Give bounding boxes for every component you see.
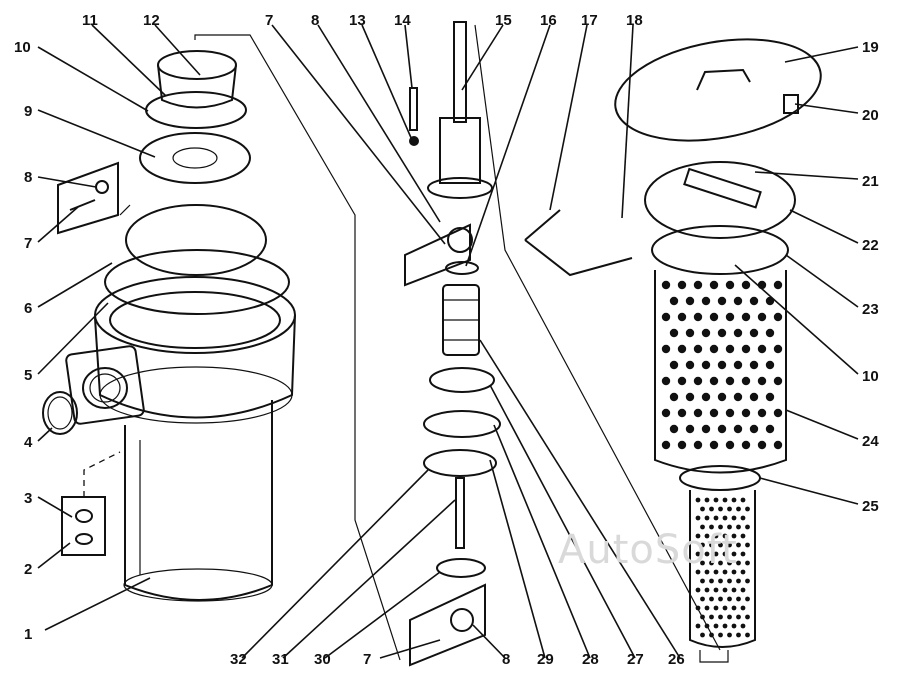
callout-c8a: 8 <box>24 169 32 186</box>
callout-c9: 9 <box>24 103 32 120</box>
callout-c1: 1 <box>24 626 32 643</box>
callout-c5: 5 <box>24 367 32 384</box>
washer-9 <box>139 132 251 184</box>
perforated-cylinder-24 <box>654 270 787 474</box>
plug-3 <box>75 509 93 523</box>
nut-middle <box>447 227 473 253</box>
housing-upper-body <box>94 314 296 419</box>
callout-c24: 24 <box>862 433 879 450</box>
disc-16 <box>445 261 479 275</box>
collar-25 <box>679 465 761 491</box>
bolt-detail-box <box>57 161 119 235</box>
ring-23 <box>651 225 789 275</box>
o-ring-4 <box>42 391 78 435</box>
mid-bolt-detail <box>404 223 471 287</box>
callout-c7b: 7 <box>265 12 273 29</box>
filter-housing-assembly <box>42 50 296 602</box>
drain-detail-box <box>61 496 106 556</box>
callout-c8c: 8 <box>502 651 510 668</box>
inlet-port-flange <box>65 345 145 425</box>
callout-c11: 11 <box>82 12 98 29</box>
handle-bar-21 <box>683 167 762 209</box>
nut-8 <box>95 180 109 194</box>
callout-c22: 22 <box>862 237 879 254</box>
callout-c12: 12 <box>143 12 160 29</box>
nut-8-bottom <box>450 608 474 632</box>
callout-c18: 18 <box>626 12 643 29</box>
lower-perforated-tube <box>689 490 756 648</box>
callout-c10a: 10 <box>14 39 31 56</box>
callout-c13: 13 <box>349 12 366 29</box>
callout-c2: 2 <box>24 561 32 578</box>
spindle-assembly <box>404 21 633 667</box>
callout-c23: 23 <box>862 301 879 318</box>
gasket-6 <box>104 249 290 315</box>
leader-lines <box>37 24 859 659</box>
callout-c28: 28 <box>582 651 599 668</box>
cup-12 <box>157 64 237 109</box>
washer-30 <box>436 558 486 578</box>
callout-c26: 26 <box>668 651 685 668</box>
callout-c7c: 7 <box>363 651 371 668</box>
sleeve <box>439 117 481 184</box>
callout-c10b: 10 <box>862 368 879 385</box>
perforation-holes-24 <box>661 280 783 450</box>
callout-c17: 17 <box>581 12 598 29</box>
callout-c8b: 8 <box>311 12 319 29</box>
callout-c16: 16 <box>540 12 557 29</box>
bottom-bolt-detail <box>409 583 486 667</box>
wire-clip-17 <box>524 209 633 277</box>
housing-top-flange <box>94 276 296 354</box>
guide-lines <box>119 24 721 661</box>
callout-c19: 19 <box>862 39 879 56</box>
callout-c25: 25 <box>862 498 879 515</box>
callout-c27: 27 <box>627 651 644 668</box>
callout-c21: 21 <box>862 173 879 190</box>
callout-c32: 32 <box>230 651 247 668</box>
cover-plate-19 <box>614 38 822 142</box>
filter-element-assembly <box>614 38 822 663</box>
element-top-flange <box>644 161 796 239</box>
callout-c6: 6 <box>24 300 32 317</box>
watermark: AutoSoft <box>558 527 738 573</box>
cover-handle <box>696 68 751 91</box>
washer-29 <box>423 410 501 438</box>
callout-c14: 14 <box>394 12 411 29</box>
bolt-31 <box>455 477 465 549</box>
callout-c15: 15 <box>495 12 512 29</box>
callout-c4: 4 <box>24 434 33 451</box>
housing-body <box>124 400 273 601</box>
callout-c7a: 7 <box>24 235 32 252</box>
housing-cover-dome <box>125 204 267 276</box>
housing-bottom <box>123 568 273 602</box>
bolt-7 <box>69 199 96 211</box>
callout-c31: 31 <box>272 651 289 668</box>
washer-2 <box>75 533 93 545</box>
callout-c20: 20 <box>862 107 879 124</box>
callout-c29: 29 <box>537 651 554 668</box>
gasket-32 <box>423 449 497 477</box>
washer-28 <box>429 367 495 393</box>
callout-c30: 30 <box>314 651 331 668</box>
pin-14 <box>409 87 418 131</box>
rod-15 <box>453 21 467 123</box>
callout-c3: 3 <box>24 490 32 507</box>
perforation-holes-lower <box>695 497 750 638</box>
